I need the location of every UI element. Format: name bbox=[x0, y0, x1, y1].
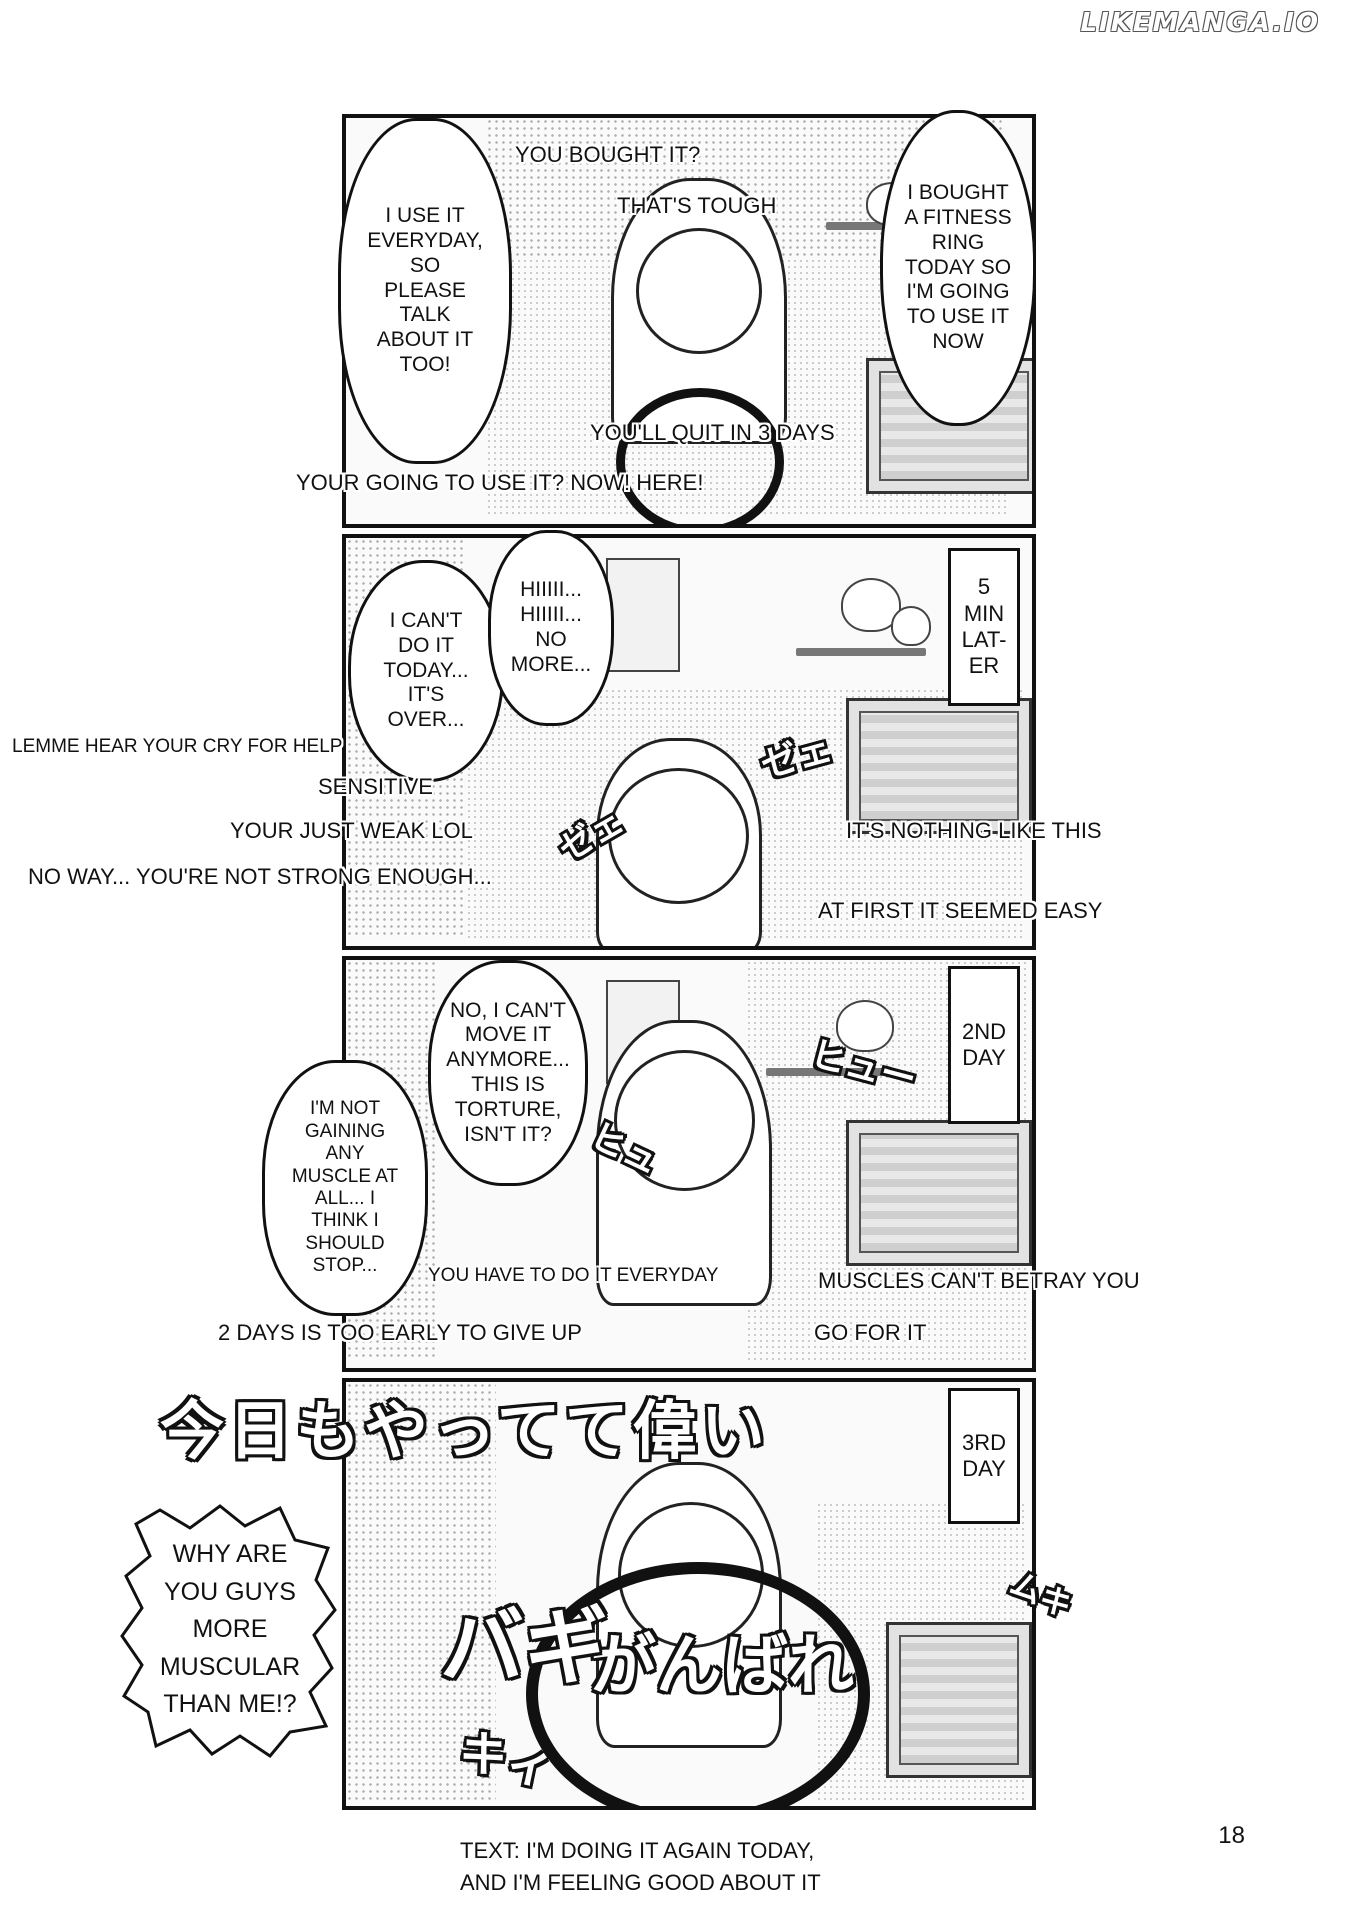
comment-seemed-easy: AT FIRST IT SEEMED EASY bbox=[818, 898, 1103, 923]
bubble-text: I CAN'T DO IT TODAY... IT'S OVER... bbox=[383, 609, 469, 732]
speech-bubble-use-everyday: I USE IT EVERYDAY, SO PLEASE TALK ABOUT … bbox=[338, 118, 512, 464]
comment-muscles-cant-betray: MUSCLES CAN'T BETRAY YOU bbox=[818, 1268, 1140, 1293]
bubble-text: WHY ARE YOU GUYS MORE MUSCULAR THAN ME!? bbox=[159, 1540, 301, 1719]
character-head bbox=[608, 768, 749, 904]
wall-poster bbox=[606, 558, 680, 672]
comment-use-it-now: YOUR GOING TO USE IT? NOW! HERE! bbox=[296, 470, 704, 495]
bubble-text: I USE IT EVERYDAY, SO PLEASE TALK ABOUT … bbox=[367, 204, 483, 376]
speech-bubble-cant-do-it: I CAN'T DO IT TODAY... IT'S OVER... bbox=[348, 560, 504, 782]
plush-cat bbox=[836, 1000, 894, 1052]
time-caption-box: 5 MIN LAT- ER bbox=[948, 548, 1020, 706]
comment-do-it-everyday: YOU HAVE TO DO IT EVERYDAY bbox=[428, 1265, 719, 1286]
shout-bubble bbox=[120, 1504, 337, 1758]
speech-bubble-why-more-muscular: WHY ARE YOU GUYS MORE MUSCULAR THAN ME!? bbox=[150, 1540, 310, 1720]
comment-you-bought-it: YOU BOUGHT IT? bbox=[515, 142, 701, 167]
comment-too-early: 2 DAYS IS TOO EARLY TO GIVE UP bbox=[218, 1320, 582, 1345]
comment-go-for-it: GO FOR IT bbox=[814, 1320, 927, 1345]
time-caption-box: 3RD DAY bbox=[948, 1388, 1020, 1524]
comment-cry-for-help: LEMME HEAR YOUR CRY FOR HELP bbox=[12, 736, 343, 757]
bubble-text: NO, I CAN'T MOVE IT ANYMORE... THIS IS T… bbox=[446, 998, 570, 1146]
time-caption-text: 3RD DAY bbox=[961, 1429, 1006, 1481]
comment-not-strong-enough: NO WAY... YOU'RE NOT STRONG ENOUGH... bbox=[28, 864, 492, 889]
comment-nothing-like-this: IT'S NOTHING LIKE THIS bbox=[846, 818, 1102, 843]
character-head bbox=[614, 1050, 755, 1191]
translator-caption: TEXT: I'M DOING IT AGAIN TODAY, AND I'M … bbox=[460, 1838, 821, 1895]
speech-bubble-bought-ring: I BOUGHT A FITNESS RING TODAY SO I'M GOI… bbox=[880, 110, 1036, 426]
title-japanese-text: 今日もやってて偉い bbox=[160, 1395, 769, 1469]
tv-set bbox=[886, 1622, 1032, 1778]
screentone bbox=[346, 1382, 496, 1802]
site-watermark: LIKEMANGA.IO bbox=[1080, 8, 1320, 38]
sfx-baki: バギ bbox=[440, 1598, 609, 1696]
plush-bear bbox=[891, 606, 931, 646]
comment-just-weak: YOUR JUST WEAK LOL bbox=[230, 818, 473, 843]
time-caption-text: 2ND DAY bbox=[961, 1018, 1006, 1070]
tv-set bbox=[846, 1120, 1032, 1266]
fitness-ring bbox=[616, 388, 784, 524]
bubble-text: I BOUGHT A FITNESS RING TODAY SO I'M GOI… bbox=[904, 181, 1012, 353]
shelf bbox=[766, 1068, 886, 1076]
time-caption-text: 5 MIN LAT- ER bbox=[961, 574, 1007, 679]
page-number: 18 bbox=[1218, 1822, 1245, 1849]
sfx-ganbare: がんばれ bbox=[590, 1627, 854, 1704]
speech-bubble-no-more: HIIIII... HIIIII... NO MORE... bbox=[488, 530, 614, 726]
speech-bubble-torture: NO, I CAN'T MOVE IT ANYMORE... THIS IS T… bbox=[428, 960, 588, 1186]
speech-bubble-not-gaining-muscle: I'M NOT GAINING ANY MUSCLE AT ALL... I T… bbox=[262, 1060, 428, 1316]
panel-4 bbox=[342, 1378, 1036, 1810]
bubble-text: HIIIII... HIIIII... NO MORE... bbox=[510, 578, 592, 676]
comment-thats-tough: THAT'S TOUGH bbox=[617, 193, 777, 218]
time-caption-box: 2ND DAY bbox=[948, 966, 1020, 1124]
shelf bbox=[796, 648, 926, 656]
comment-sensitive: SENSITIVE bbox=[318, 774, 433, 799]
comment-quit-3-days: YOU'LL QUIT IN 3 DAYS bbox=[590, 420, 835, 445]
character-head bbox=[636, 228, 762, 354]
tv-set bbox=[846, 698, 1032, 834]
bubble-text: I'M NOT GAINING ANY MUSCLE AT ALL... I T… bbox=[291, 1098, 399, 1277]
